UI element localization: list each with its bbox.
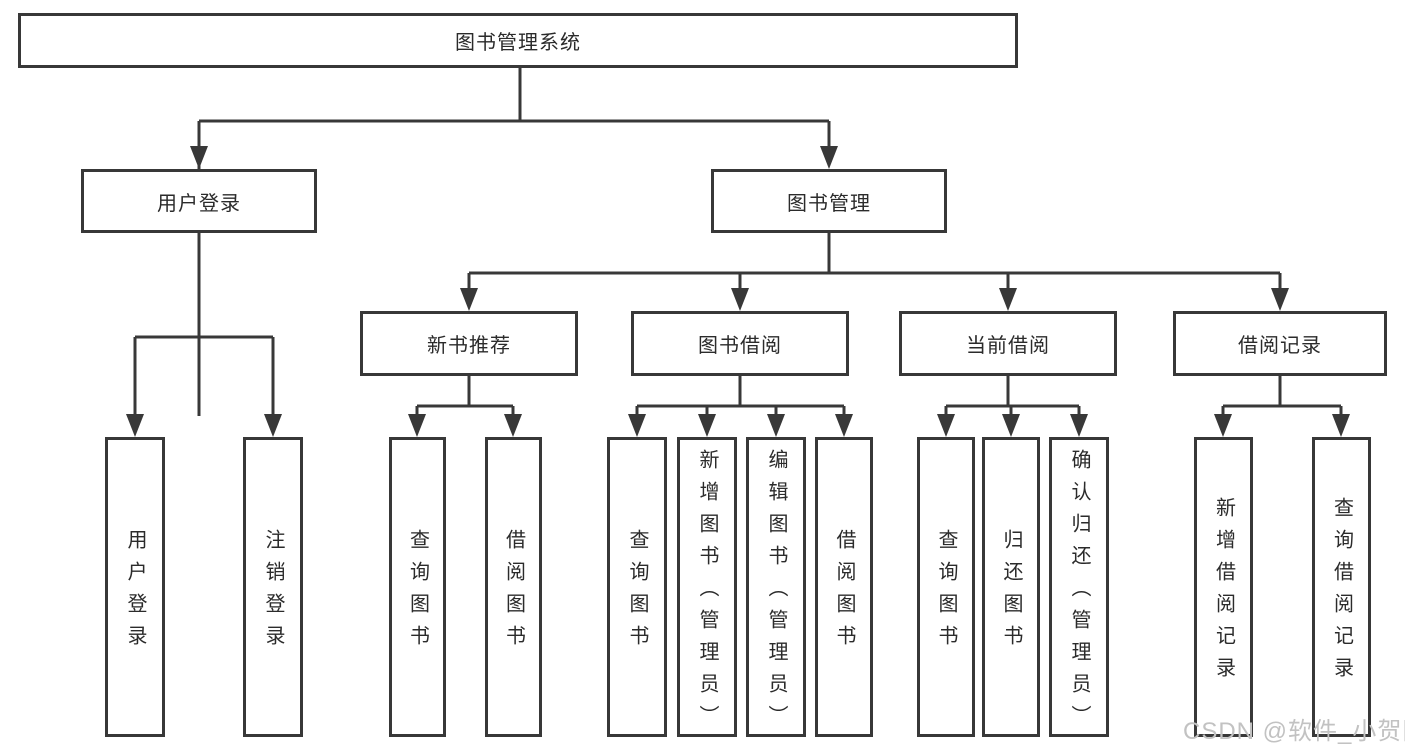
- node-borrow-records: 借阅记录: [1173, 311, 1387, 376]
- node-root: 图书管理系统: [18, 13, 1018, 68]
- leaf-confirm-return-admin: 确认归还（管理员）: [1049, 437, 1109, 737]
- arrowhead: [264, 414, 282, 437]
- arrowhead: [767, 414, 785, 437]
- leaf-add-book-admin: 新增图书（管理员）: [677, 437, 737, 737]
- node-book-borrowing-label: 图书借阅: [698, 335, 782, 357]
- leaf-borrow-books-recommend: 借阅图书: [485, 437, 542, 737]
- arrowhead: [820, 146, 838, 169]
- connector-borrowrecord-group: [1221, 376, 1343, 417]
- arrowhead: [1070, 414, 1088, 437]
- leaf-add-borrow-record-label: 新增借阅记录: [1212, 497, 1235, 689]
- connector-bookmgmt-to-level3: [467, 233, 1282, 292]
- node-user-login: 用户登录: [81, 169, 317, 233]
- node-current-borrowing-label: 当前借阅: [966, 335, 1050, 357]
- node-root-label: 图书管理系统: [455, 32, 581, 54]
- arrowhead: [1214, 414, 1232, 437]
- leaf-query-books-borrow-label: 查询图书: [626, 529, 648, 657]
- arrowhead: [190, 146, 208, 169]
- leaf-borrow-books-recommend-label: 借阅图书: [502, 529, 525, 657]
- leaf-query-borrow-record-label: 查询借阅记录: [1330, 497, 1353, 689]
- node-new-book-recommend-label: 新书推荐: [427, 335, 511, 357]
- connector-currentborrow-group: [944, 376, 1081, 417]
- arrowhead: [126, 414, 144, 437]
- leaf-return-book-label: 归还图书: [1000, 529, 1022, 657]
- node-book-management-label: 图书管理: [787, 192, 871, 215]
- connector-newbook-group: [415, 376, 515, 417]
- leaf-logout: 注销登录: [243, 437, 303, 737]
- leaf-query-books-recommend: 查询图书: [389, 437, 446, 737]
- leaf-borrow-books: 借阅图书: [815, 437, 873, 737]
- connector-userlogin-group: [133, 233, 275, 416]
- arrowhead: [999, 288, 1017, 311]
- arrowhead: [504, 414, 522, 437]
- leaf-borrow-books-label: 借阅图书: [833, 529, 855, 657]
- arrowhead: [1002, 414, 1020, 437]
- node-new-book-recommend: 新书推荐: [360, 311, 578, 376]
- arrowhead: [460, 288, 478, 311]
- arrowhead: [937, 414, 955, 437]
- leaf-query-books-current: 查询图书: [917, 437, 975, 737]
- arrowhead: [628, 414, 646, 437]
- arrowhead: [731, 288, 749, 311]
- leaf-query-books-recommend-label: 查询图书: [406, 529, 429, 657]
- node-borrow-records-label: 借阅记录: [1238, 335, 1322, 357]
- leaf-user-login-label: 用户登录: [124, 529, 146, 657]
- node-user-login-label: 用户登录: [157, 192, 241, 215]
- arrowhead: [698, 414, 716, 437]
- leaf-confirm-return-admin-label: 确认归还（管理员）: [1068, 449, 1090, 737]
- leaf-user-login: 用户登录: [105, 437, 165, 737]
- leaf-return-book: 归还图书: [982, 437, 1040, 737]
- leaf-add-book-admin-label: 新增图书（管理员）: [696, 449, 718, 737]
- node-book-borrowing: 图书借阅: [631, 311, 849, 376]
- leaf-edit-book-admin-label: 编辑图书（管理员）: [765, 449, 787, 737]
- leaf-query-borrow-record: 查询借阅记录: [1312, 437, 1371, 737]
- leaf-edit-book-admin: 编辑图书（管理员）: [746, 437, 806, 737]
- csdn-watermark: CSDN @软件_小贺同学: [1183, 718, 1405, 745]
- arrowhead: [1332, 414, 1350, 437]
- leaf-query-books-borrow: 查询图书: [607, 437, 667, 737]
- node-current-borrowing: 当前借阅: [899, 311, 1117, 376]
- arrowhead: [408, 414, 426, 437]
- leaf-logout-label: 注销登录: [262, 529, 284, 657]
- connector-bookborrow-group: [635, 376, 846, 417]
- arrowhead: [835, 414, 853, 437]
- leaf-add-borrow-record: 新增借阅记录: [1194, 437, 1253, 737]
- arrowhead: [1271, 288, 1289, 311]
- leaf-query-books-current-label: 查询图书: [935, 529, 957, 657]
- node-book-management: 图书管理: [711, 169, 947, 233]
